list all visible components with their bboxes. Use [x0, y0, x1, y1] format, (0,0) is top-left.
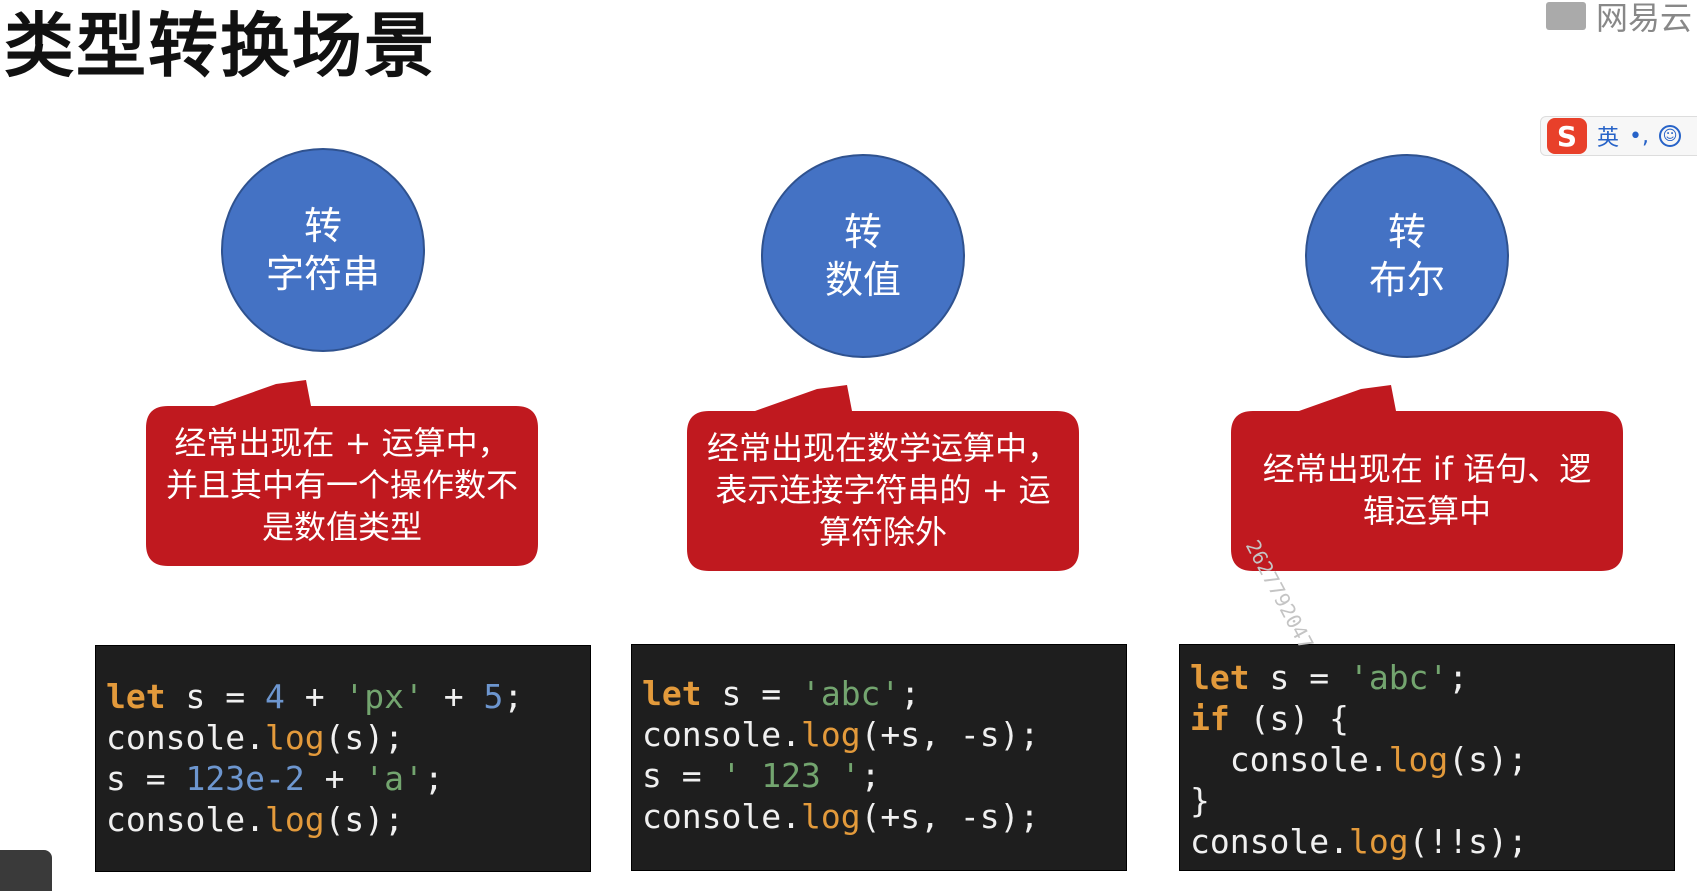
- callout-text: 经常出现在数学运算中，表示连接字符串的 + 运算符除外: [706, 429, 1059, 551]
- code-token: let: [642, 674, 702, 713]
- code-token: (s);: [324, 718, 405, 757]
- callout-to-boolean: 经常出现在 if 语句、逻辑运算中: [1231, 370, 1623, 590]
- code-line: console.log(+s, -s);: [642, 796, 1116, 837]
- ime-mode[interactable]: 英: [1597, 126, 1620, 151]
- code-token: console.: [1190, 740, 1389, 779]
- code-token: }: [1190, 781, 1210, 820]
- ime-toolbar[interactable]: S 英 •, ☺: [1540, 116, 1697, 156]
- code-token: 'a': [364, 759, 424, 798]
- code-token: 'px': [344, 677, 424, 716]
- code-token: ;: [860, 756, 881, 795]
- code-token: console.: [106, 800, 265, 839]
- code-line: console.log(s);: [106, 799, 580, 840]
- code-token: log: [800, 715, 861, 754]
- circle-line1: 转: [1387, 210, 1426, 254]
- circle-to-string: 转 字符串: [221, 148, 425, 352]
- code-token: +: [423, 677, 484, 716]
- circle-to-number: 转 数值: [761, 154, 965, 358]
- code-line: if (s) {: [1190, 698, 1664, 739]
- code-token: (+s, -s);: [860, 715, 1040, 754]
- code-token: (!!s);: [1408, 822, 1528, 861]
- code-line: let s = 4 + 'px' + 5;: [106, 676, 580, 717]
- code-line: console.log(!!s);: [1190, 821, 1664, 862]
- slide-title: 类型转换场景: [4, 5, 436, 87]
- circle-line2: 数值: [824, 258, 901, 302]
- code-token: s =: [642, 756, 722, 795]
- code-line: console.log(s);: [1190, 739, 1664, 780]
- code-token: log: [800, 797, 861, 836]
- code-token: (s) {: [1229, 699, 1349, 738]
- code-token: ;: [1448, 658, 1469, 697]
- code-block-to-boolean: let s = 'abc';if (s) { console.log(s);}c…: [1179, 644, 1675, 871]
- code-token: ;: [900, 674, 921, 713]
- code-token: log: [1348, 822, 1409, 861]
- code-token: log: [264, 800, 325, 839]
- circle-line2: 字符串: [265, 252, 380, 296]
- emoji-icon[interactable]: ☺: [1659, 125, 1681, 147]
- code-token: console.: [106, 718, 265, 757]
- code-token: let: [1190, 658, 1250, 697]
- code-token: console.: [642, 797, 801, 836]
- callout-to-string: 经常出现在 + 运算中，并且其中有一个操作数不是数值类型: [146, 365, 538, 585]
- code-token: (s);: [1448, 740, 1528, 779]
- code-token: (+s, -s);: [860, 797, 1040, 836]
- code-token: 'abc': [800, 674, 901, 713]
- logo-text: 网易云: [1596, 0, 1693, 37]
- code-token: 123e-2: [185, 759, 305, 798]
- code-line: console.log(+s, -s);: [642, 714, 1116, 755]
- code-token: 'abc': [1348, 658, 1449, 697]
- code-token: (s);: [324, 800, 405, 839]
- code-line: let s = 'abc';: [1190, 657, 1664, 698]
- callout-shape: [687, 385, 1079, 571]
- code-line: s = 123e-2 + 'a';: [106, 758, 580, 799]
- code-token: +: [284, 677, 345, 716]
- circle-line1: 转: [303, 204, 342, 248]
- corner-thumbnail[interactable]: [0, 850, 52, 891]
- code-token: console.: [642, 715, 801, 754]
- callout-text: 经常出现在 + 运算中，并且其中有一个操作数不是数值类型: [165, 424, 518, 546]
- circle-line1: 转: [843, 210, 882, 254]
- code-line: s = ' 123 ';: [642, 755, 1116, 796]
- code-token: s =: [106, 759, 186, 798]
- code-block-to-string: let s = 4 + 'px' + 5;console.log(s);s = …: [95, 645, 591, 872]
- callout-shape: [146, 380, 538, 566]
- ime-punctuation[interactable]: •,: [1629, 123, 1649, 149]
- code-token: +: [304, 759, 365, 798]
- code-token: ' 123 ': [721, 756, 861, 795]
- callout-to-number: 经常出现在数学运算中，表示连接字符串的 + 运算符除外: [687, 370, 1079, 590]
- code-token: if: [1190, 699, 1230, 738]
- code-block-to-number: let s = 'abc';console.log(+s, -s);s = ' …: [631, 644, 1127, 871]
- code-token: ;: [503, 677, 524, 716]
- code-token: ;: [423, 759, 444, 798]
- code-token: s =: [701, 674, 801, 713]
- code-token: console.: [1190, 822, 1349, 861]
- code-token: let: [106, 677, 166, 716]
- circle-line2: 布尔: [1368, 258, 1445, 302]
- callout-text: 经常出现在 if 语句、逻辑运算中: [1262, 450, 1592, 530]
- cloud-icon: [1546, 2, 1586, 30]
- code-token: 4: [264, 677, 285, 716]
- callout-shape: [1231, 385, 1623, 571]
- code-line: let s = 'abc';: [642, 673, 1116, 714]
- netease-logo: 网易云: [1546, 0, 1692, 37]
- circle-to-boolean: 转 布尔: [1305, 154, 1509, 358]
- code-token: log: [1388, 740, 1449, 779]
- code-token: 5: [483, 677, 504, 716]
- code-line: console.log(s);: [106, 717, 580, 758]
- code-token: s =: [165, 677, 265, 716]
- code-token: s =: [1249, 658, 1349, 697]
- sogou-logo-icon[interactable]: S: [1547, 118, 1587, 154]
- code-token: log: [264, 718, 325, 757]
- code-line: }: [1190, 780, 1664, 821]
